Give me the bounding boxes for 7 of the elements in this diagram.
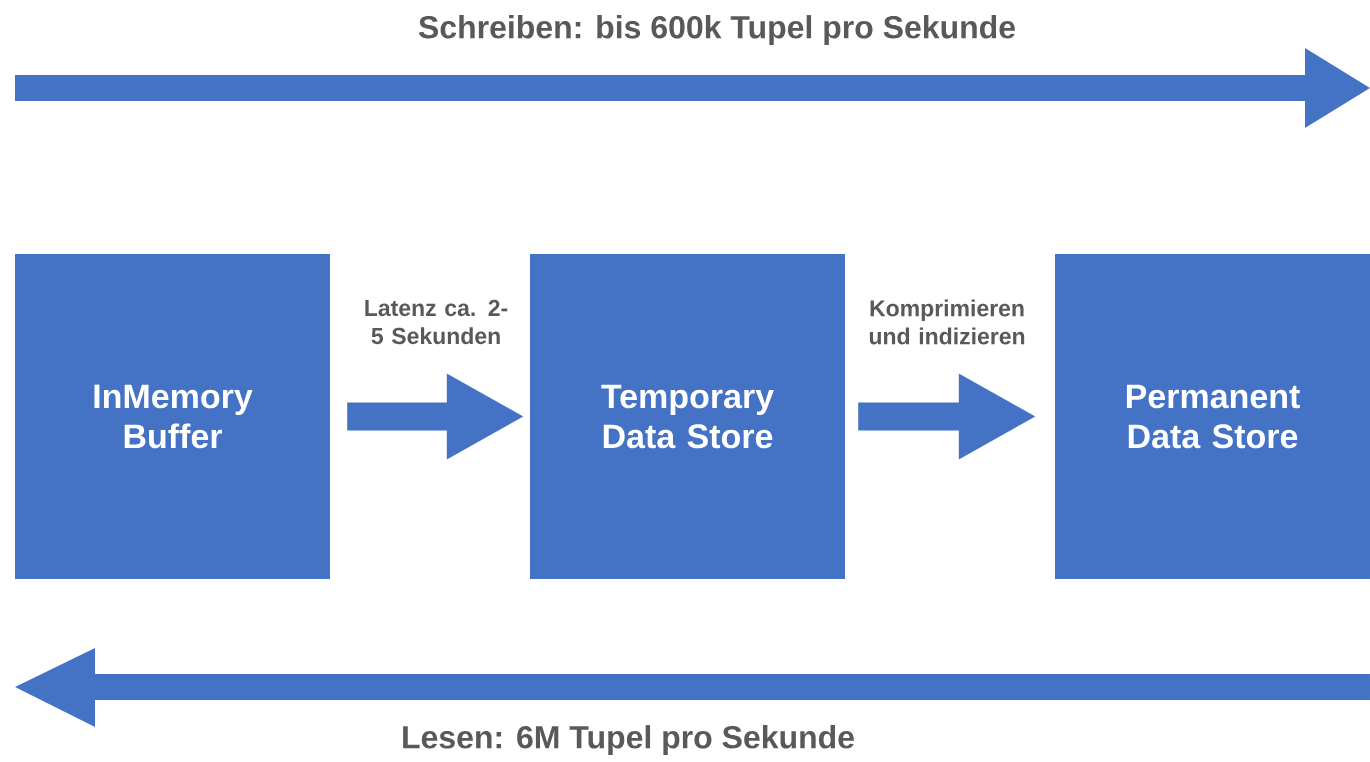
edge-label: Latenz ca. 2-5 Sekunden: [365, 299, 508, 345]
process-box: Permanent Data Store: [1055, 254, 1370, 579]
heading-text: Lesen: 6M Tupel pro Sekunde: [403, 725, 854, 755]
edge-label: Komprimieren und indizieren: [869, 299, 1025, 345]
heading-text: Schreiben: bis 600k Tupel pro Sekunde: [418, 15, 1015, 45]
process-box: Temporary Data Store: [530, 254, 845, 579]
process-box: InMemory Buffer: [15, 254, 330, 579]
